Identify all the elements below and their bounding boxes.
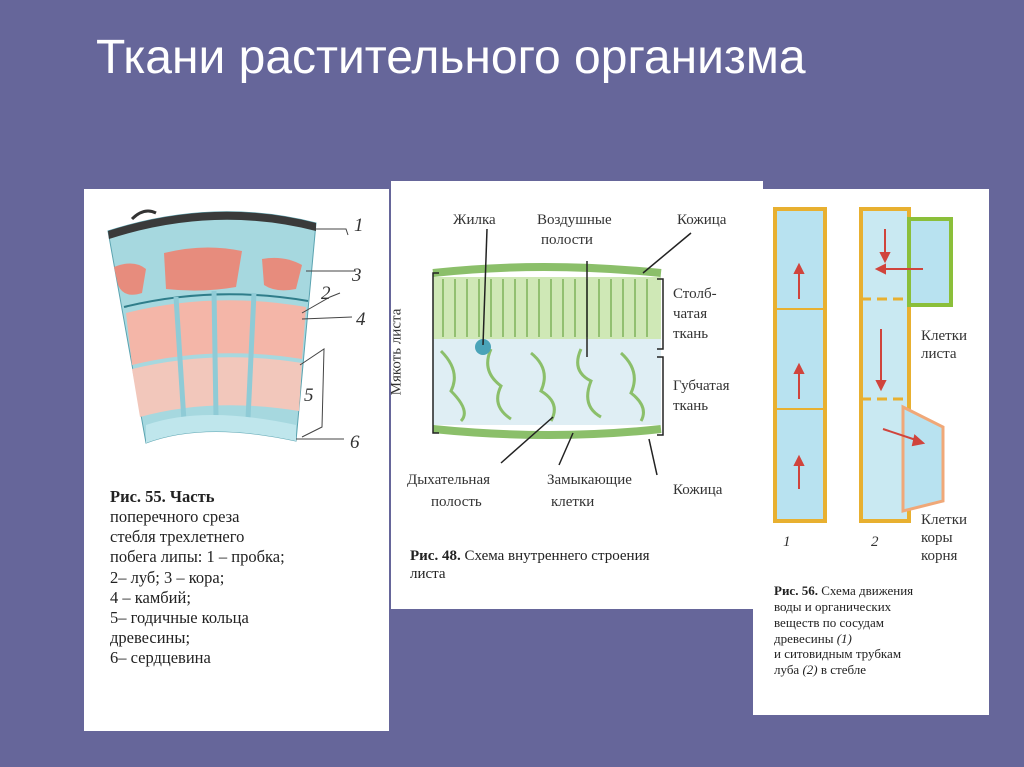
pith <box>146 415 296 443</box>
label-number: 6 <box>350 432 360 453</box>
root-cortex-cells <box>901 404 945 513</box>
cork-layer <box>108 211 316 239</box>
label-spongy-1: Губчатая <box>673 378 730 394</box>
label-palisade-3: ткань <box>673 326 709 342</box>
label-guard-cells-1: Замыкающие <box>547 472 632 488</box>
label-palisade-1: Столб- <box>673 286 717 302</box>
figure-56-caption: Рис. 56. Схема движения воды и органичес… <box>774 583 914 678</box>
label-leaf-cells-1: Клетки <box>921 328 968 344</box>
leaf-structure-illustration <box>432 228 692 476</box>
label-leaf-pulp: Мякоть листа <box>388 308 405 396</box>
spongy-tissue <box>433 339 661 425</box>
vein <box>475 339 491 355</box>
label-vein: Жилка <box>453 212 496 228</box>
label-number: 3 <box>351 265 362 286</box>
label-air-cavities-2: полости <box>541 232 593 248</box>
upper-epidermis <box>432 263 662 277</box>
bast-patch <box>114 263 146 295</box>
label-air-cavities-1: Воздушные <box>537 212 612 228</box>
label-breathing-cavity-1: Дыхательная <box>407 472 491 488</box>
leaf-cells <box>907 217 953 307</box>
label-palisade-2: чатая <box>673 306 708 322</box>
figure-55-panel: 1 2 3 4 5 6 Рис. 55. Часть поперечного с… <box>84 189 389 731</box>
lower-epidermis <box>432 425 662 439</box>
stem-cross-section-illustration: 1 2 3 4 5 6 <box>107 209 366 453</box>
label-root-cells-2: коры <box>921 530 953 546</box>
label-spongy-2: ткань <box>673 398 709 414</box>
figure-48-panel: Жилка Воздушные полости Кожица Столб- ча… <box>388 181 763 609</box>
bast-patch <box>262 257 302 291</box>
label-root-cells-3: корня <box>921 548 958 564</box>
label-vessel-1: 1 <box>783 534 791 550</box>
label-breathing-cavity-2: полость <box>431 494 482 510</box>
label-vessel-2: 2 <box>871 534 879 550</box>
figure-55-caption: Рис. 55. Часть поперечного среза стебля … <box>110 487 285 667</box>
bast-patch <box>164 247 242 291</box>
label-epidermis-bottom: Кожица <box>673 482 723 498</box>
figure-56-panel: Клетки листа Клетки коры корня 1 2 Рис. … <box>753 189 989 715</box>
slide-title: Ткани растительного организма <box>96 31 806 84</box>
label-leaf-cells-2: листа <box>921 346 957 362</box>
label-number: 1 <box>354 215 364 236</box>
label-number: 4 <box>356 309 366 330</box>
label-root-cells-1: Клетки <box>921 512 968 528</box>
vessel-flow-illustration <box>773 207 953 523</box>
label-number: 5 <box>304 385 314 406</box>
figure-48-caption: Рис. 48. Схема внутреннего строения лист… <box>410 548 650 583</box>
label-epidermis-top: Кожица <box>677 212 727 228</box>
label-number: 2 <box>321 283 331 304</box>
label-guard-cells-2: клетки <box>551 494 595 510</box>
